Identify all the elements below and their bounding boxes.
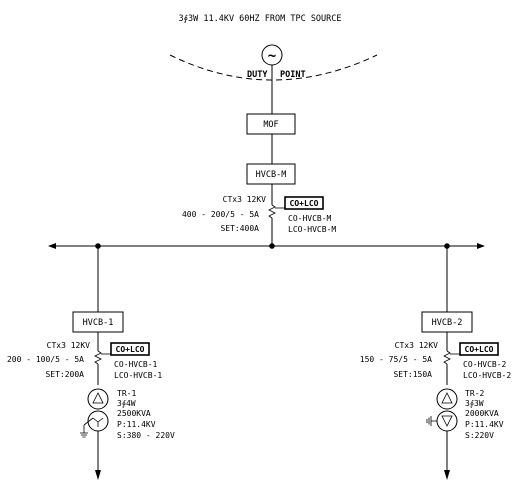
hvcb-2-ct-ratio: 150 - 75/5 - 5A (360, 355, 432, 364)
tr-2-phase: 3∮3W (465, 399, 484, 408)
ct-coil-2-icon (443, 350, 451, 365)
hvcb-1-relay-co: CO-HVCB-1 (114, 360, 158, 369)
ct-coil-1-icon (94, 350, 102, 365)
tr-2-secondary: S:220V (465, 431, 494, 440)
tr-1-kva: 2500KVA (117, 409, 151, 418)
hvcb-2-relay-label: CO+LCO (465, 345, 494, 354)
diagram-title: 3∮3W 11.4KV 60HZ FROM TPC SOURCE (178, 14, 341, 24)
hvcb-2-ct-rating: CTx3 12KV (395, 341, 439, 350)
tr-1-phase: 3∮4W (117, 399, 136, 408)
bus-junction-center (269, 243, 275, 249)
point-label: POINT (280, 70, 306, 80)
hvcb-2-label: HVCB-2 (432, 318, 463, 328)
hvcb-m-ct-ratio: 400 - 200/5 - 5A (182, 210, 259, 219)
tr-1-secondary-winding-icon (87, 410, 109, 432)
hvcb-2-relay-box (459, 342, 499, 356)
mof-label: MOF (263, 120, 278, 130)
tr-2-primary: P:11.4KV (465, 420, 504, 429)
feeder-1-out-arrow-icon (95, 470, 101, 480)
hvcb-1-label: HVCB-1 (83, 318, 114, 328)
tr-1-primary-winding-icon (87, 388, 109, 410)
tr-1-ground-icon (80, 417, 94, 438)
hvcb-2-relay-co: CO-HVCB-2 (463, 360, 507, 369)
hvcb-m-ct-rating: CTx3 12KV (223, 195, 267, 204)
duty-label: DUTY (247, 70, 268, 80)
tr-2-secondary-winding-icon (436, 410, 458, 432)
hvcb-1-ct-ratio: 200 - 100/5 - 5A (7, 355, 84, 364)
bus-right-arrow-icon (477, 243, 485, 249)
hvcb-m-set: SET:400A (220, 224, 259, 233)
ct-coil-main-icon (268, 204, 276, 219)
feeder-2: HVCB-2 CTx3 12KV 150 - 75/5 - 5A SET:150… (360, 246, 511, 480)
hvcb-1-relay-lco: LCO-HVCB-1 (114, 371, 162, 380)
tr-1-wye-icon (92, 417, 104, 427)
tr-2-ground-icon (426, 416, 437, 426)
tr-1-primary: P:11.4KV (117, 420, 156, 429)
tr-1-name: TR-1 (117, 389, 136, 398)
feeder-1: HVCB-1 CTx3 12KV 200 - 100/5 - 5A SET:20… (7, 246, 175, 480)
bus-left-arrow-icon (48, 243, 56, 249)
tr-1-delta-icon (92, 392, 104, 404)
tr-2-name: TR-2 (465, 389, 484, 398)
mof-box (246, 113, 296, 135)
tr-2-kva: 2000KVA (465, 409, 499, 418)
hvcb-2-set: SET:150A (393, 370, 432, 379)
hvcb-1-ct-rating: CTx3 12KV (47, 341, 91, 350)
tr-1-secondary: S:380 - 220V (117, 431, 175, 440)
hvcb-1-set: SET:200A (45, 370, 84, 379)
source-tilde-icon: ~ (268, 48, 276, 64)
hvcb-m-label: HVCB-M (256, 170, 287, 180)
tr-2-primary-winding-icon (436, 388, 458, 410)
hvcb-m-relay-label: CO+LCO (290, 199, 319, 208)
feeder-2-out-arrow-icon (444, 470, 450, 480)
tr-2-delta-icon (441, 392, 453, 404)
tr-2-inverted-delta-icon (441, 415, 453, 427)
hvcb-2-relay-lco: LCO-HVCB-2 (463, 371, 511, 380)
hvcb-m-relay-box (284, 196, 324, 210)
hvcb-1-relay-box (110, 342, 150, 356)
hvcb-m-box (246, 163, 296, 185)
hvcb-m-relay-lco: LCO-HVCB-M (288, 225, 336, 234)
hvcb-1-relay-label: CO+LCO (116, 345, 145, 354)
hvcb-m-relay-co: CO-HVCB-M (288, 214, 332, 223)
